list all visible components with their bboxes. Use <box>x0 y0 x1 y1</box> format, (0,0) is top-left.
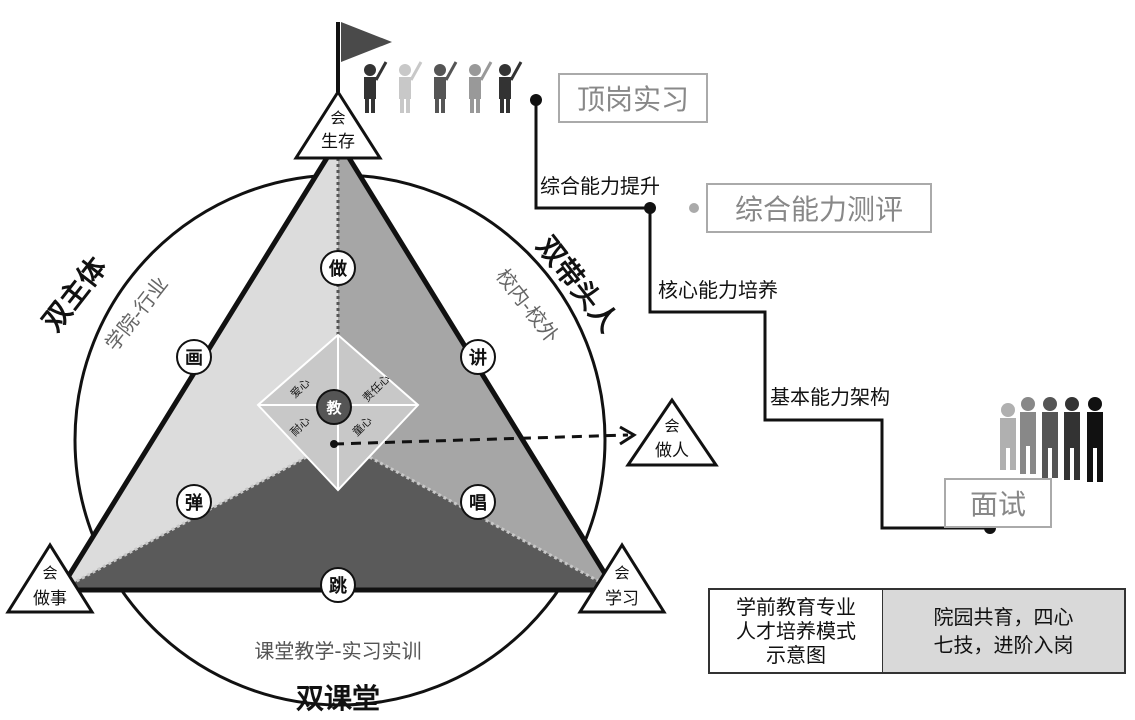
corner-outer-line2: 做人 <box>655 441 689 461</box>
caption-box: 学前教育专业 人才培养模式 示意图 院园共育，四心 七技，进阶入岗 <box>708 588 1126 674</box>
corner-outer-line1: 会 <box>664 417 679 435</box>
step-dot-mid <box>644 202 656 214</box>
stage-box-assessment: 综合能力测评 <box>706 183 932 233</box>
skill-chang: 唱 <box>469 493 487 514</box>
dashed-arrowhead <box>619 425 637 446</box>
corner-triangle-top <box>293 89 383 160</box>
corner-right-line1: 会 <box>614 564 629 582</box>
skill-jiang: 讲 <box>469 347 487 369</box>
caption-summary: 院园共育，四心 七技，进阶入岗 <box>883 590 1124 672</box>
center-circle <box>316 389 352 425</box>
step-path <box>534 100 990 530</box>
corner-triangle-left <box>5 542 95 614</box>
people-icon-group <box>1000 397 1103 482</box>
side-left-sub: 学院-行业 <box>100 272 173 356</box>
skill-circle-hua <box>176 339 212 375</box>
corner-left-line1: 会 <box>42 564 57 582</box>
corner-top-line1: 会 <box>330 109 345 127</box>
corner-triangle-outer <box>625 397 719 467</box>
skill-circle-chang <box>460 484 496 520</box>
arrow-origin-dot <box>330 440 338 448</box>
skill-hua: 画 <box>185 348 203 369</box>
stage-box-internship: 顶岗实习 <box>558 73 708 123</box>
skill-tan: 弹 <box>185 492 203 514</box>
skill-circle-jiang <box>460 339 496 375</box>
corner-left-line2: 做事 <box>33 589 67 609</box>
skill-circle-tiao <box>320 567 356 603</box>
skill-zuo: 做 <box>328 258 348 280</box>
stage-box-interview: 面试 <box>944 478 1052 528</box>
people-icon-top <box>364 61 523 113</box>
corner-triangle-right <box>577 542 667 614</box>
skill-circle-zuo <box>320 250 356 286</box>
sector-bottom <box>60 440 615 590</box>
dashed-arrow <box>333 433 629 446</box>
step-dot-top <box>530 94 542 106</box>
step-label-3: 基本能力架构 <box>770 385 890 409</box>
corner-top-line2: 生存 <box>321 132 355 152</box>
flag-icon <box>341 22 392 62</box>
side-bottom-title: 双课堂 <box>296 682 380 715</box>
skill-circle-tan <box>176 484 212 520</box>
caption-title: 学前教育专业 人才培养模式 示意图 <box>710 590 883 672</box>
step-label-1: 综合能力提升 <box>540 174 660 198</box>
step-label-2: 核心能力培养 <box>658 278 778 302</box>
skill-tiao: 跳 <box>329 575 347 597</box>
center-teach: 教 <box>325 399 342 417</box>
stage-dot-gray <box>689 203 699 213</box>
side-bottom-sub: 课堂教学-实习实训 <box>254 639 421 663</box>
corner-right-line2: 学习 <box>605 589 639 609</box>
